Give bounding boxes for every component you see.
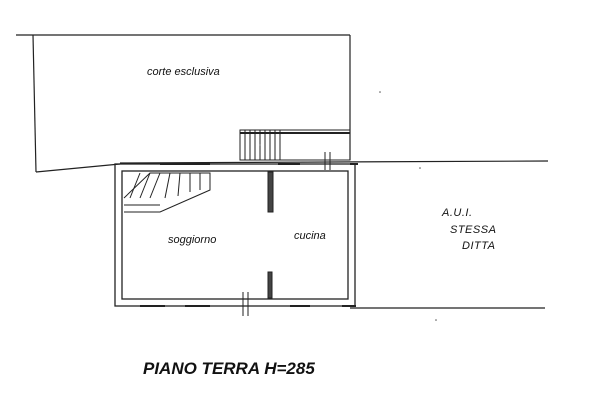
staircase-outline (239, 129, 351, 161)
speck (259, 144, 261, 146)
inner-wall (121, 170, 349, 300)
door-markers (242, 152, 331, 316)
plan-title: PIANO TERRA H=285 (143, 359, 315, 378)
speck (379, 91, 381, 93)
stair-step-internal (177, 172, 181, 197)
courtyard-outline (16, 34, 351, 173)
property-line-top (119, 160, 549, 164)
stair-step-internal (139, 172, 151, 199)
stair-step-internal (129, 172, 141, 199)
external-staircase (239, 129, 351, 161)
courtyard-left-edge (32, 34, 37, 173)
building-walls (114, 163, 356, 307)
scan-specks (259, 91, 437, 321)
stair-step-internal (149, 172, 161, 199)
speck (419, 167, 421, 169)
wall-openings (140, 163, 358, 307)
partition-wall-upper (267, 171, 274, 213)
speck (435, 319, 437, 321)
kitchen-label: cucina (294, 230, 326, 242)
outer-wall (114, 163, 356, 307)
living-room-label: soggiorno (168, 234, 216, 246)
stair-step-internal (164, 172, 171, 199)
adjacent-unit-label-1: A.U.I. (441, 207, 473, 219)
property-lines (119, 160, 549, 309)
partition-walls (267, 171, 274, 299)
partition-wall-lower (267, 271, 273, 299)
internal-staircase (123, 172, 211, 213)
staircase-outline-internal (123, 172, 211, 213)
courtyard-label: corte esclusiva (147, 66, 220, 78)
adjacent-unit-label-3: DITTA (462, 240, 495, 252)
courtyard-bottom-edge-left (35, 163, 121, 173)
adjacent-unit-label-2: STESSA (450, 224, 496, 236)
